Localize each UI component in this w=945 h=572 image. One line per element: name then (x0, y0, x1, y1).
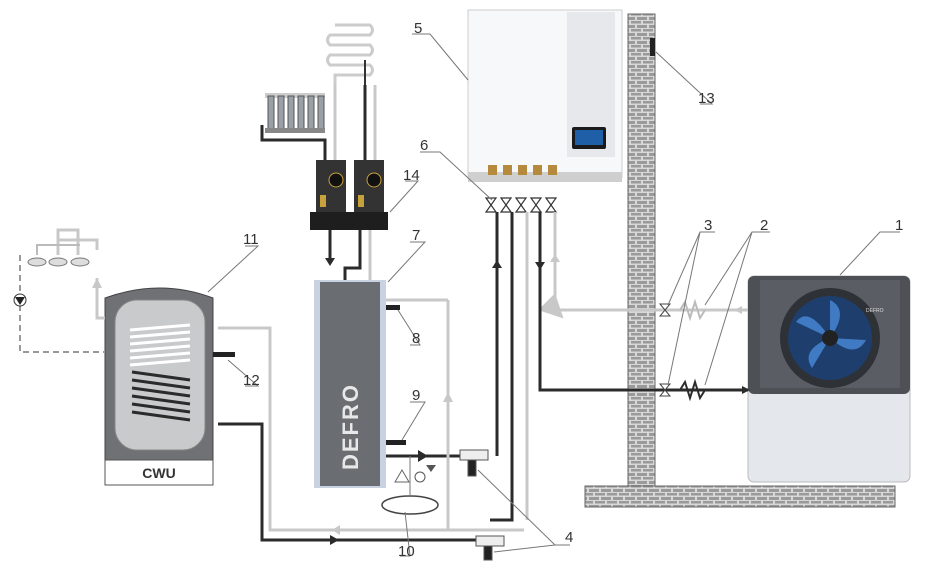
pump-group-module (310, 160, 388, 230)
shutoff-valves (484, 197, 558, 213)
label-5: 5 (414, 20, 422, 37)
label-3: 3 (704, 217, 712, 234)
label-12: 12 (243, 372, 260, 389)
brick-wall (627, 13, 656, 487)
tee-1 (459, 449, 489, 461)
label-11: 11 (243, 231, 259, 248)
sensor-9 (386, 440, 406, 445)
showers (27, 257, 90, 267)
filter-supply (679, 378, 706, 402)
buffer-brand: DEFRO (338, 383, 363, 470)
label-14: 14 (403, 167, 420, 184)
label-10: 10 (398, 543, 415, 560)
sensor-8 (386, 305, 400, 310)
sensor-12 (213, 352, 235, 357)
label-7: 7 (412, 227, 420, 244)
expansion-vessel (381, 495, 439, 515)
label-8: 8 (412, 330, 420, 347)
filter-return (679, 298, 706, 322)
label-6: 6 (420, 137, 428, 154)
label-13: 13 (698, 90, 715, 107)
tank-label: CWU (142, 465, 175, 481)
label-9: 9 (412, 387, 420, 404)
label-4: 4 (565, 529, 573, 546)
brick-floor (584, 485, 896, 508)
indoor-control-unit (467, 9, 623, 182)
label-1: 1 (895, 217, 903, 234)
buffer-tank: DEFRO (314, 280, 406, 488)
radiator (265, 93, 325, 133)
pressure-gauge (414, 471, 426, 483)
heatpump-brand: DEFRO (866, 308, 884, 314)
outdoor-heat-pump: DEFRO (747, 275, 911, 483)
valve-supply (658, 383, 672, 397)
floor-heating-coil (326, 23, 374, 85)
label-2: 2 (760, 217, 768, 234)
tee-2 (475, 535, 505, 547)
outdoor-sensor (650, 38, 655, 56)
safety-valve (394, 469, 410, 483)
valve-return (658, 303, 672, 317)
dhw-tank: CWU (104, 287, 235, 486)
